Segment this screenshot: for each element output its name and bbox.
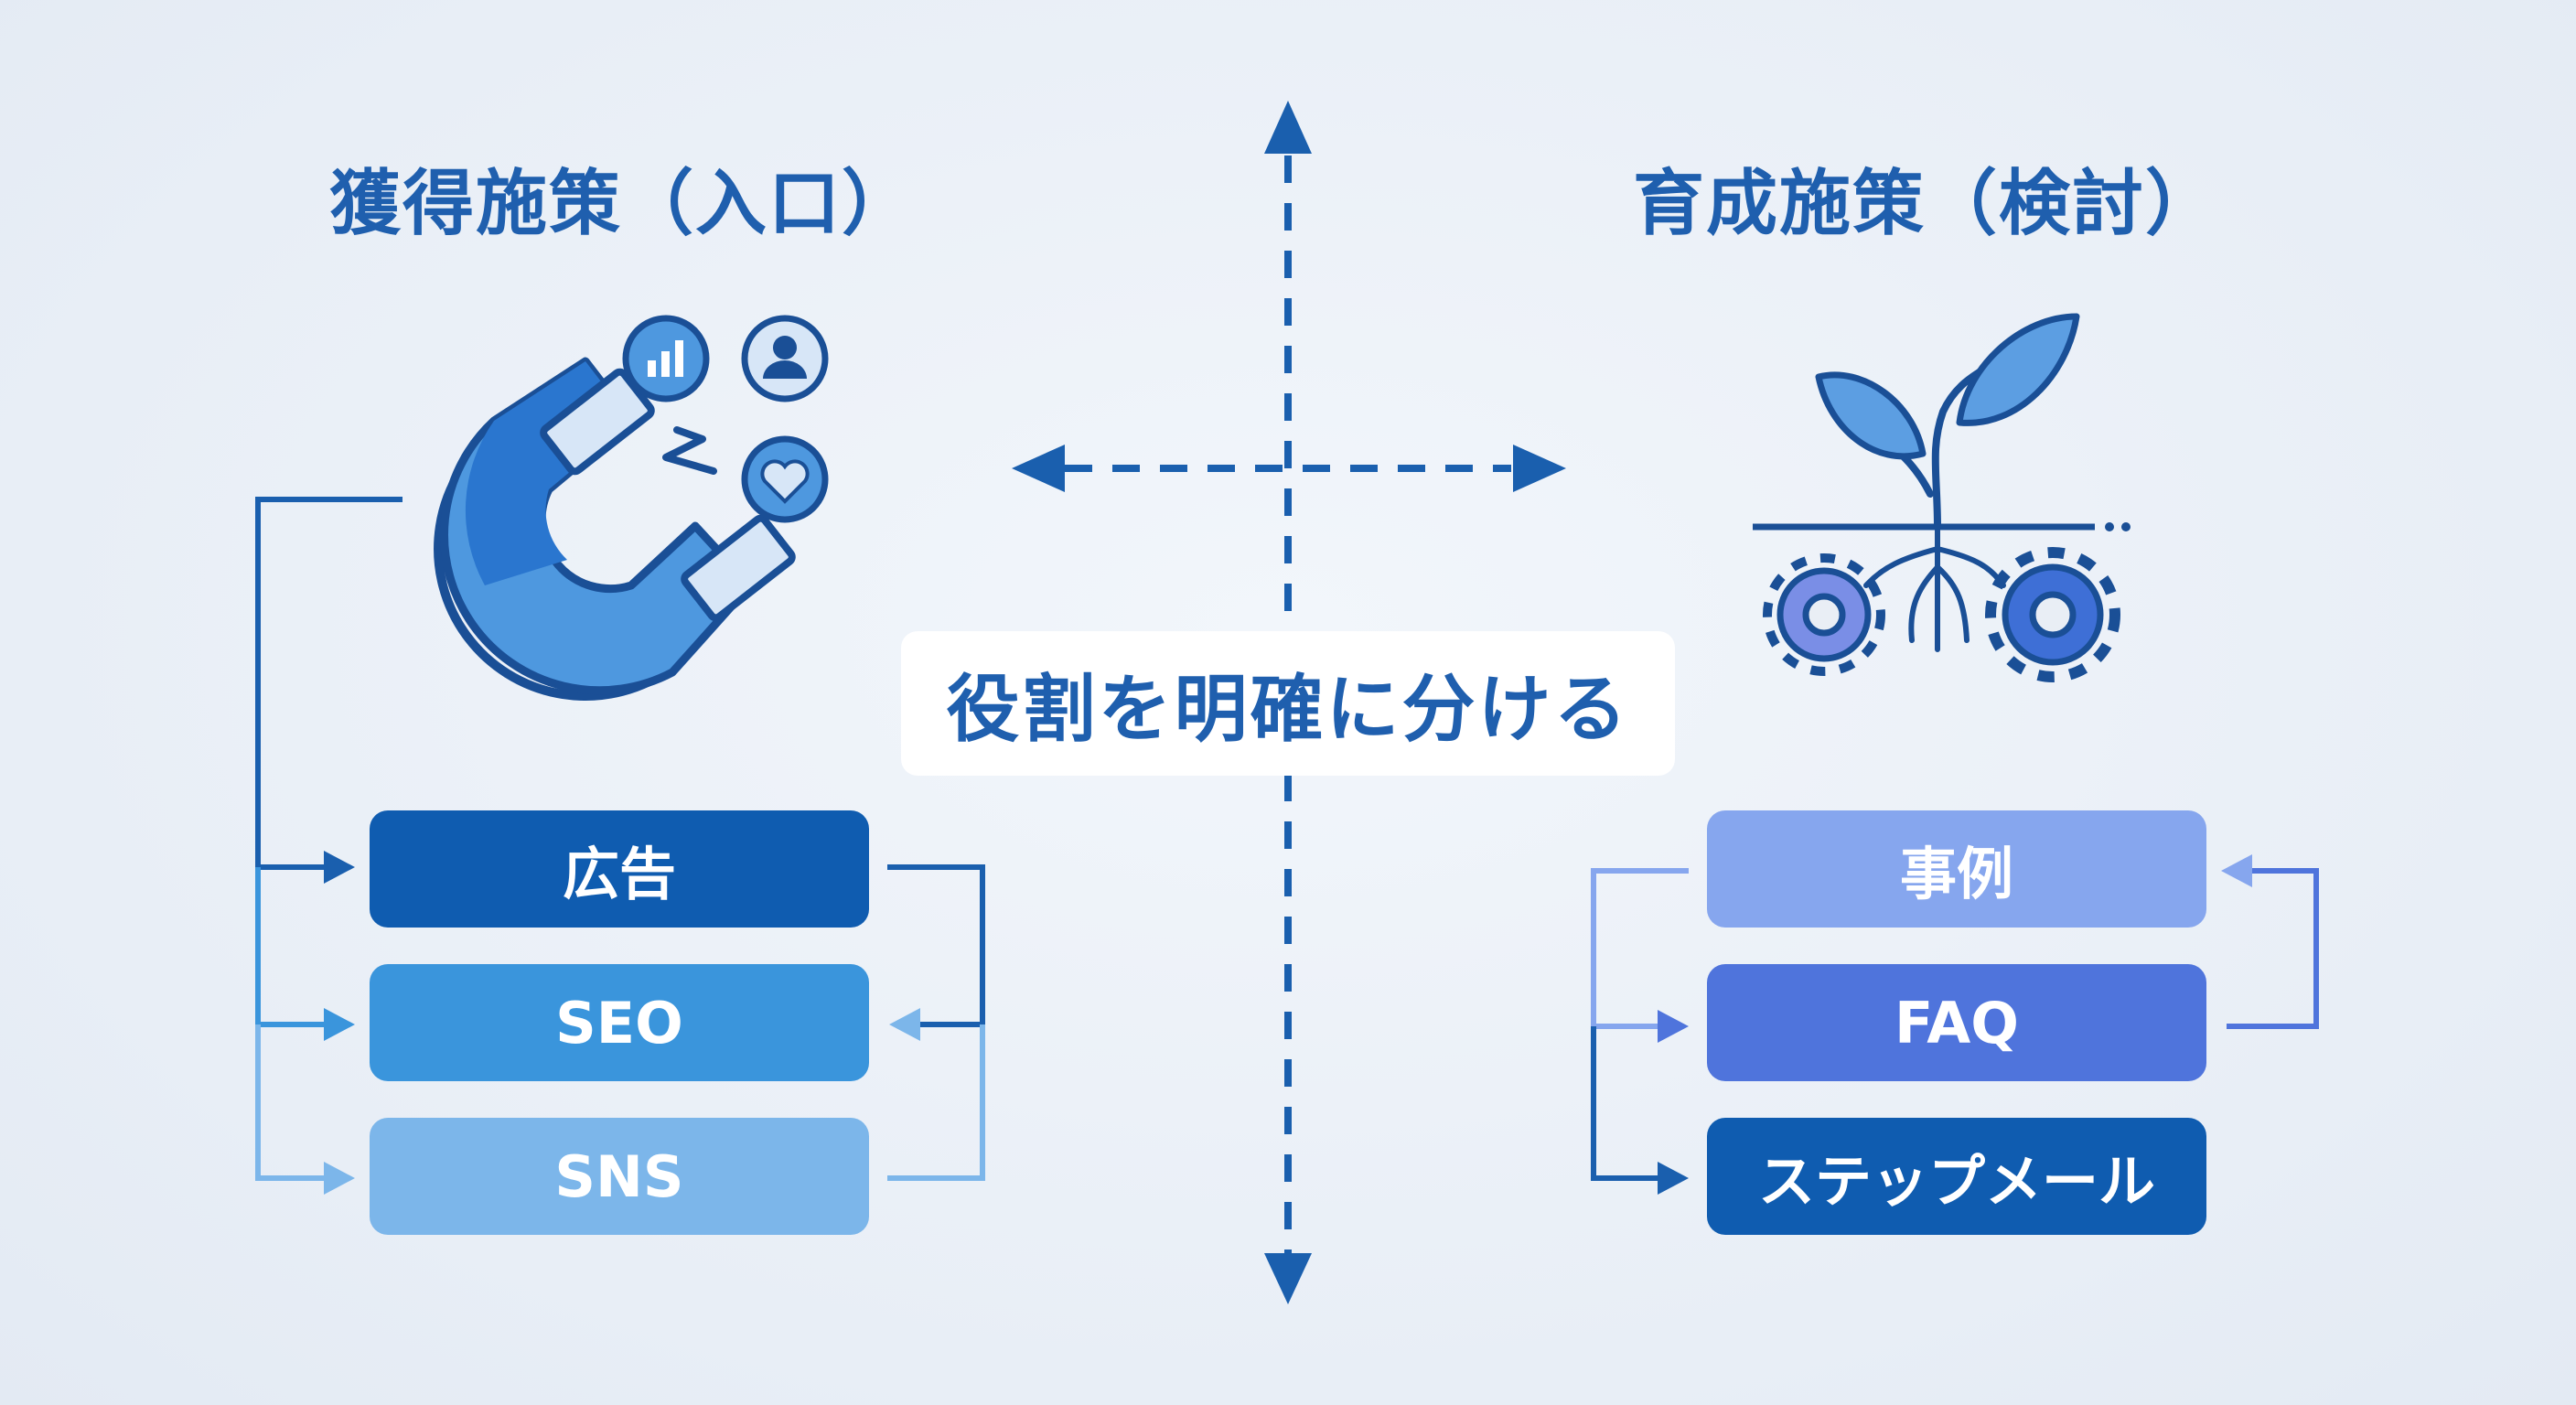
left-return-connectors xyxy=(887,864,985,1181)
analytics-badge-icon xyxy=(622,315,710,402)
heart-badge-icon xyxy=(741,435,829,523)
tactic-step-email: ステップメール xyxy=(1707,1118,2206,1235)
sprout-roots-icon xyxy=(1753,313,2131,652)
right-entry-connectors xyxy=(1591,868,1689,1195)
tactic-faq: FAQ xyxy=(1707,964,2206,1081)
tactic-ads: 広告 xyxy=(370,810,869,928)
right-return-connectors xyxy=(2221,854,2319,1029)
tactic-seo: SEO xyxy=(370,964,869,1081)
vertical-double-arrow-icon xyxy=(1264,101,1312,1304)
acquisition-title: 獲得施策（入口） xyxy=(329,163,916,245)
user-badge-icon xyxy=(741,315,829,402)
gear-icon xyxy=(1763,547,2120,682)
nurturing-title: 育成施策（検討） xyxy=(1633,163,2219,245)
center-label: 役割を明確に分ける xyxy=(901,631,1675,776)
left-entry-connectors xyxy=(255,497,402,1195)
horizontal-double-arrow-icon xyxy=(1012,445,1566,492)
magnet-icon xyxy=(434,357,796,701)
tactic-case-studies: 事例 xyxy=(1707,810,2206,928)
tactic-sns: SNS xyxy=(370,1118,869,1235)
